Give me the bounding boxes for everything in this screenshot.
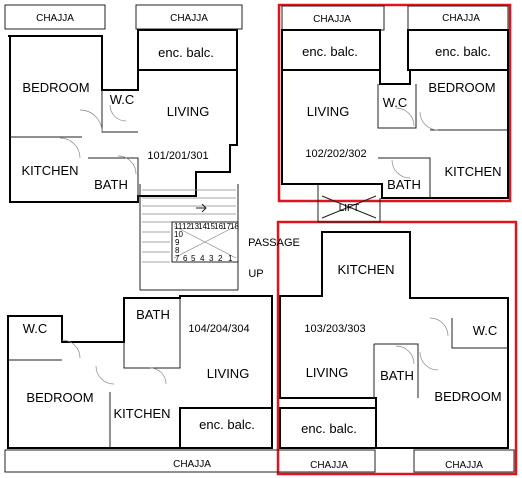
lift-label: LIFT: [339, 203, 360, 214]
unit-102-bath-label: BATH: [387, 177, 421, 192]
svg-text:15: 15: [206, 222, 215, 231]
unit-102-outline: [281, 70, 509, 199]
unit-102-bedroom-label: BEDROOM: [428, 80, 495, 95]
unit-101-bath-walls: [88, 157, 139, 202]
up-label: UP: [248, 268, 263, 280]
unit-102-enc-balc-right-label: enc. balc.: [435, 44, 491, 59]
unit-104-kitchen-label: KITCHEN: [113, 406, 170, 421]
unit-104-door-swings: [61, 339, 167, 385]
unit-103-living-label: LIVING: [306, 365, 349, 380]
unit-104-enc-balc: [179, 407, 273, 449]
unit-103-enc-balc: [279, 407, 377, 449]
unit-103-wc-label: W.C: [473, 323, 498, 338]
unit-103-door-swings: [395, 317, 449, 371]
chajja-top-4-label: CHAJJA: [442, 13, 480, 24]
unit-101-door-swings: [59, 104, 137, 175]
unit-101-bath-label: BATH: [94, 177, 128, 192]
svg-text:14: 14: [198, 222, 207, 231]
chajja-bottom-right: [413, 449, 515, 473]
unit-102-kitchen-label: KITCHEN: [444, 164, 501, 179]
unit-101-enc-balc: [137, 29, 238, 71]
svg-text:10: 10: [174, 230, 183, 239]
svg-text:3: 3: [209, 254, 214, 263]
svg-text:1: 1: [228, 254, 233, 263]
unit-103-enc-balc-label: enc. balc.: [301, 421, 357, 436]
unit-102-enc-balc-right: [407, 29, 509, 71]
svg-text:4: 4: [200, 254, 205, 263]
unit-101-outline: [8, 35, 238, 203]
unit-101-living-label: LIVING: [167, 104, 210, 119]
stair-numbers: 11 12 13 14 15 16 17 18 10 9 8 7 6 5 4 3…: [174, 222, 239, 263]
chajja-bottom-2-label: CHAJJA: [310, 460, 348, 471]
svg-text:5: 5: [191, 254, 196, 263]
unit-101-number: 101/201/301: [147, 150, 208, 162]
chajja-bottom-3-label: CHAJJA: [445, 460, 483, 471]
unit-102-wc-label: W.C: [383, 95, 408, 110]
svg-text:9: 9: [175, 238, 180, 247]
unit-101-enc-balc-label: enc. balc.: [158, 45, 214, 60]
unit-104-living-label: LIVING: [207, 366, 250, 381]
unit-103-kitchen-label: KITCHEN: [337, 262, 394, 277]
staircase: [139, 184, 239, 291]
lift-shaft: [317, 184, 381, 223]
unit-102-enc-balc-left: [281, 29, 381, 71]
svg-text:18: 18: [230, 222, 239, 231]
svg-text:2: 2: [218, 254, 223, 263]
highlight-unit-102: [277, 3, 512, 203]
chajja-top-2-label: CHAJJA: [170, 13, 208, 24]
chajja-bottom-wide: [4, 449, 376, 473]
unit-101-kitchen-label: KITCHEN: [21, 163, 78, 178]
unit-103-bath-walls: [373, 343, 419, 398]
chajja-bottom-1-label: CHAJJA: [173, 459, 211, 470]
unit-101-bedroom-label: BEDROOM: [22, 80, 89, 95]
unit-102-bath-walls: [378, 157, 431, 198]
svg-text:12: 12: [182, 222, 191, 231]
stair-arrow: [196, 203, 207, 213]
unit-104-wc-label: W.C: [23, 321, 48, 336]
unit-103-bath-label: BATH: [380, 368, 414, 383]
unit-103-wc-divider: [451, 318, 508, 349]
svg-text:6: 6: [183, 254, 188, 263]
svg-text:17: 17: [222, 222, 231, 231]
unit-103-bedroom-label: BEDROOM: [434, 389, 501, 404]
unit-103-number: 103/203/303: [304, 323, 365, 335]
chajja-top-3-label: CHAJJA: [313, 14, 351, 25]
svg-text:13: 13: [190, 222, 199, 231]
unit-103-outline: [279, 231, 509, 449]
unit-102-number: 102/202/302: [305, 148, 366, 160]
unit-102-wc-walls: [377, 84, 417, 129]
highlight-unit-103: [276, 220, 518, 476]
unit-102-enc-balc-left-label: enc. balc.: [302, 44, 358, 59]
passage-label: PASSAGE: [248, 237, 300, 249]
unit-101-wc-label: W.C: [110, 92, 135, 107]
svg-text:8: 8: [175, 246, 180, 255]
svg-text:11: 11: [174, 222, 183, 231]
unit-104-bath-label: BATH: [136, 307, 170, 322]
unit-102-door-swings: [391, 107, 439, 179]
unit-104-enc-balc-label: enc. balc.: [199, 417, 255, 432]
chajja-top-1-label: CHAJJA: [36, 13, 74, 24]
chajja-top-1: [4, 4, 106, 30]
unit-104-number: 104/204/304: [188, 323, 249, 335]
svg-text:16: 16: [214, 222, 223, 231]
unit-102-living-label: LIVING: [307, 104, 350, 119]
unit-104-bedroom-label: BEDROOM: [26, 390, 93, 405]
svg-text:7: 7: [175, 254, 180, 263]
